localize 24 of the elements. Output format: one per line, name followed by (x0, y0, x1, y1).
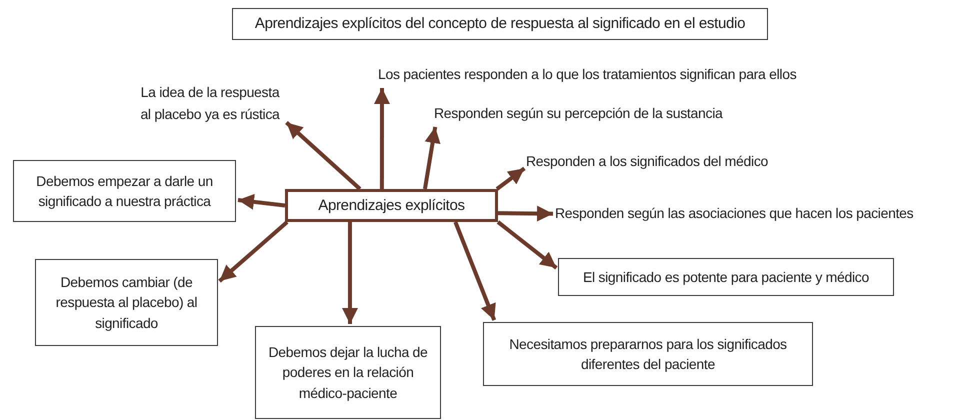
arrow (238, 194, 286, 210)
box-text: Aprendizajes explícitos (318, 196, 465, 216)
text-box (13, 160, 236, 222)
box-text: Debemos cambiar (de respuesta al placebo) al significado (54, 273, 198, 333)
arrow (498, 206, 554, 222)
arrow (218, 220, 288, 283)
box-text: Aprendizajes explícitos del concepto de respuesta al significado en el estudio (254, 14, 746, 34)
arrow (496, 166, 526, 191)
arrow (342, 222, 358, 324)
arrow (496, 220, 558, 270)
arrow (422, 126, 440, 190)
box-text: Debemos empezar a darle un significado a nuestra práctica (35, 172, 214, 211)
text-box (255, 326, 441, 419)
arrow (454, 221, 496, 321)
text-box (483, 322, 813, 386)
arrow (285, 121, 362, 190)
text-box (232, 8, 768, 40)
arrow (374, 88, 390, 189)
center-box (285, 189, 498, 222)
box-text: El significado es potente para paciente y médico (582, 268, 869, 287)
box-text: Necesitamos prepararnos para los significados diferentes del paciente (508, 334, 788, 374)
text-box (35, 259, 218, 346)
text-box (558, 258, 894, 296)
box-text: Debemos dejar la lucha de poderes en la relación médico-paciente (267, 343, 429, 403)
